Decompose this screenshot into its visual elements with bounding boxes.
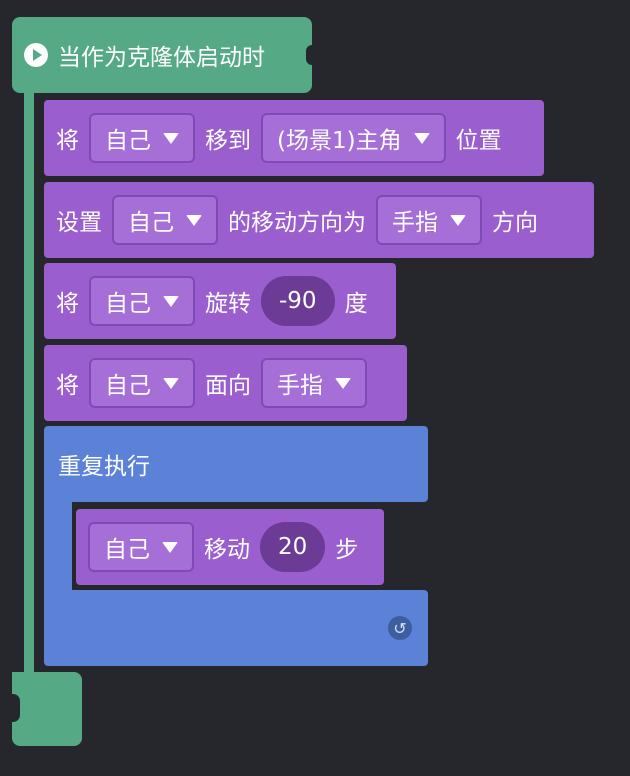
block-verb: 面向 bbox=[205, 373, 251, 399]
rotate-block[interactable]: 将 自己 旋转 -90 度 bbox=[44, 263, 396, 339]
clone-start-hat-block[interactable] bbox=[12, 17, 318, 93]
dropdown-value: 手指 bbox=[277, 373, 323, 399]
chevron-down-icon bbox=[335, 377, 351, 389]
hat-label: 当作为克隆体启动时 bbox=[58, 45, 265, 71]
move-steps-block[interactable]: 自己 移动 20 步 bbox=[76, 509, 384, 585]
dropdown-value: 自己 bbox=[105, 373, 151, 399]
rotate-degrees-input[interactable]: -90 bbox=[261, 276, 335, 326]
block-prefix: 将 bbox=[56, 128, 79, 154]
chevron-down-icon bbox=[162, 541, 178, 553]
block-suffix: 方向 bbox=[492, 210, 538, 236]
face-dropdown[interactable]: 手指 bbox=[261, 358, 367, 408]
repeat-block-side bbox=[44, 500, 72, 592]
block-prefix: 将 bbox=[56, 373, 79, 399]
face-towards-block[interactable]: 将 自己 面向 手指 bbox=[44, 345, 407, 421]
loop-arrow-icon: ↺ bbox=[388, 616, 412, 640]
block-prefix: 将 bbox=[56, 291, 79, 317]
play-icon bbox=[24, 43, 48, 67]
target-dropdown[interactable]: 自己 bbox=[89, 276, 195, 326]
chevron-down-icon bbox=[163, 295, 179, 307]
dropdown-value: 自己 bbox=[128, 210, 174, 236]
hat-row: 当作为克隆体启动时 bbox=[24, 17, 265, 93]
block-verb: 移到 bbox=[205, 128, 251, 154]
target-dropdown[interactable]: 自己 bbox=[89, 358, 195, 408]
repeat-label: 重复执行 bbox=[58, 454, 150, 480]
dropdown-value: 自己 bbox=[104, 537, 150, 563]
destination-dropdown[interactable]: (场景1)主角 bbox=[261, 113, 446, 163]
event-block-bottom bbox=[6, 672, 82, 746]
move-steps-input[interactable]: 20 bbox=[260, 522, 326, 572]
block-prefix: 设置 bbox=[56, 210, 102, 236]
dropdown-value: 自己 bbox=[105, 291, 151, 317]
dropdown-value: 手指 bbox=[392, 210, 438, 236]
block-verb: 的移动方向为 bbox=[228, 210, 366, 236]
repeat-block-bottom: ↺ bbox=[44, 590, 428, 666]
block-verb: 移动 bbox=[204, 537, 250, 563]
target-dropdown[interactable]: 自己 bbox=[112, 195, 218, 245]
chevron-down-icon bbox=[163, 132, 179, 144]
dropdown-value: (场景1)主角 bbox=[277, 128, 402, 154]
direction-dropdown[interactable]: 手指 bbox=[376, 195, 482, 245]
block-verb: 旋转 bbox=[205, 291, 251, 317]
block-suffix: 度 bbox=[344, 291, 368, 317]
block-suffix: 位置 bbox=[455, 128, 502, 154]
repeat-forever-block[interactable]: 重复执行 bbox=[44, 426, 428, 502]
chevron-down-icon bbox=[450, 214, 466, 226]
event-block-spine bbox=[24, 90, 34, 680]
chevron-down-icon bbox=[413, 132, 430, 144]
move-to-block[interactable]: 将 自己 移到 (场景1)主角 位置 bbox=[44, 100, 544, 176]
target-dropdown[interactable]: 自己 bbox=[89, 113, 195, 163]
block-suffix: 步 bbox=[335, 537, 359, 563]
dropdown-value: 自己 bbox=[105, 128, 151, 154]
set-direction-block[interactable]: 设置 自己 的移动方向为 手指 方向 bbox=[44, 182, 594, 258]
chevron-down-icon bbox=[186, 214, 202, 226]
target-dropdown[interactable]: 自己 bbox=[88, 522, 194, 572]
chevron-down-icon bbox=[163, 377, 179, 389]
